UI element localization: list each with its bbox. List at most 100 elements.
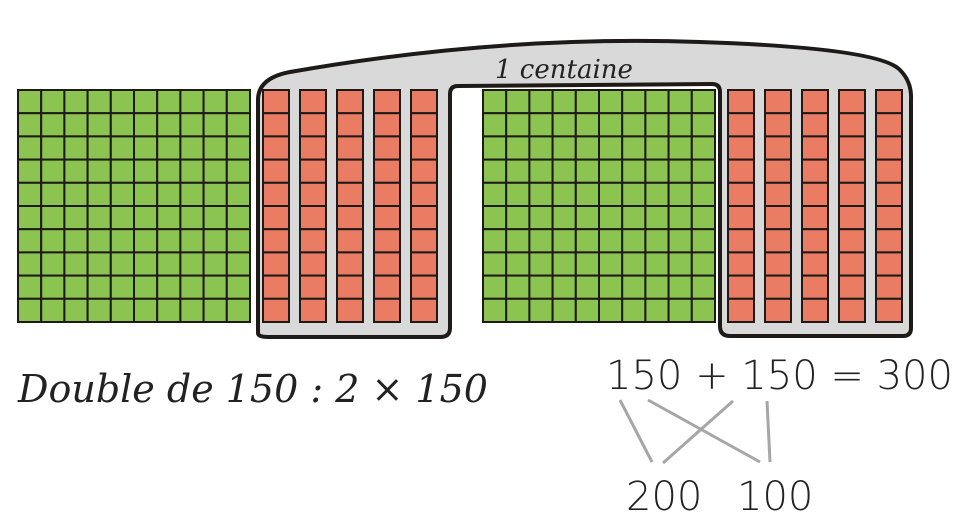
hundred-unit-cell [621, 205, 647, 231]
decomposition-links [618, 398, 772, 465]
hundred-unit-cell [621, 158, 647, 184]
hundred-unit-cell [598, 205, 624, 231]
ten-rod-cell [262, 158, 290, 184]
hundred-unit-cell [482, 89, 508, 115]
hundred-unit-cell [133, 135, 159, 161]
hundred-unit-cell [156, 158, 182, 184]
hundred-unit-cell [133, 181, 159, 208]
hundred-unit-cell [156, 135, 182, 161]
ten-rod-cell [373, 181, 401, 208]
ten-rod-cell [727, 158, 755, 184]
hundred-unit-cell [528, 228, 554, 254]
hundred-unit-cell [505, 135, 531, 161]
hundred-unit-cell [133, 274, 159, 300]
hundred-unit-cell [505, 89, 531, 115]
ten-rod-cell [299, 274, 327, 300]
hundred-unit-cell [202, 297, 228, 323]
ten-rod-cell [838, 297, 866, 323]
hundred-unit-cell [202, 274, 228, 300]
hundred-unit-cell [133, 158, 159, 184]
hundred-unit-cell [482, 228, 508, 254]
hundred-unit-cell [225, 297, 252, 323]
hundred-unit-cell [133, 89, 159, 115]
hundred-unit-cell [505, 297, 531, 323]
hundred-unit-cell [551, 89, 577, 115]
hundred-unit-cell [86, 135, 112, 161]
ten-rod-cell [262, 181, 290, 208]
hundred-unit-cell [179, 89, 205, 115]
hundred-unit-cell [482, 205, 508, 231]
hundred-unit-cell [40, 205, 66, 231]
hundred-unit-cell [690, 274, 716, 300]
hundred-unit-cell [63, 89, 89, 115]
ten-rod-cell [373, 297, 401, 323]
hundred-unit-cell [40, 274, 66, 300]
hundred-unit-cell [690, 297, 716, 323]
hundred-unit-cell [690, 158, 716, 184]
hundred-unit-cell [505, 181, 531, 208]
hundred-unit-cell [644, 112, 670, 138]
hundred-unit-cell [505, 251, 531, 277]
hundred-unit-cell [225, 112, 252, 138]
ten-rod-cell [410, 181, 438, 208]
hundred-unit-cell [667, 251, 693, 277]
hundred-unit-cell [644, 205, 670, 231]
hundred-unit-cell [644, 89, 670, 115]
ten-rod-cell [373, 112, 401, 138]
hundred-unit-cell [179, 158, 205, 184]
ten-rod-cell [801, 274, 829, 300]
hundred-unit-cell [574, 158, 600, 184]
ten-rod-cell [801, 135, 829, 161]
hundred-unit-cell [690, 228, 716, 254]
hundred-unit-cell [40, 181, 66, 208]
ten-rod-cell [838, 135, 866, 161]
hundred-unit-cell [86, 297, 112, 323]
hundred-unit-cell [551, 205, 577, 231]
hundred-unit-cell [63, 274, 89, 300]
hundred-unit-cell [644, 135, 670, 161]
hundred-unit-cell [690, 135, 716, 161]
hundred-unit-cell [86, 89, 112, 115]
hundred-unit-cell [179, 228, 205, 254]
hundred-unit-cell [109, 251, 136, 277]
ten-rod-cell [336, 112, 364, 138]
ten-rod-cell [727, 228, 755, 254]
hundred-unit-cell [621, 135, 647, 161]
hundred-unit-cell [667, 158, 693, 184]
ten-rod-cell [875, 251, 903, 277]
hundred-unit-cell [551, 228, 577, 254]
hundred-unit-cell [179, 181, 205, 208]
hundred-unit-cell [63, 205, 89, 231]
hundred-unit-cell [202, 89, 228, 115]
hundred-unit-cell [109, 205, 136, 231]
hundred-unit-cell [225, 274, 252, 300]
ten-rod-cell [764, 181, 792, 208]
hundred-unit-cell [598, 251, 624, 277]
hundred-unit-cell [574, 297, 600, 323]
hundred-unit-cell [133, 228, 159, 254]
hundred-unit-cell [598, 181, 624, 208]
ten-rod-cell [262, 112, 290, 138]
hundred-unit-cell [644, 297, 670, 323]
ten-rod-cell [764, 135, 792, 161]
hundred-unit-cell [109, 158, 136, 184]
hundred-unit-cell [621, 89, 647, 115]
hundred-unit-cell [109, 135, 136, 161]
hundred-unit-cell [225, 228, 252, 254]
ten-rod-cell [764, 297, 792, 323]
ten-rod-cell [764, 251, 792, 277]
hundred-unit-cell [17, 297, 43, 323]
hundred-unit-cell [40, 251, 66, 277]
hundred-unit-cell [574, 274, 600, 300]
ten-rod-cell [764, 228, 792, 254]
hundred-unit-cell [17, 251, 43, 277]
group-label: 1 centaine [495, 55, 633, 85]
ten-rod-cell [838, 158, 866, 184]
caption: Double de 150 : 2 × 150 [17, 367, 488, 411]
link-line [647, 398, 761, 464]
ten-rod-cell [838, 205, 866, 231]
ten-rod-cell [875, 228, 903, 254]
hundred-unit-cell [86, 205, 112, 231]
hundred-unit-cell [667, 205, 693, 231]
